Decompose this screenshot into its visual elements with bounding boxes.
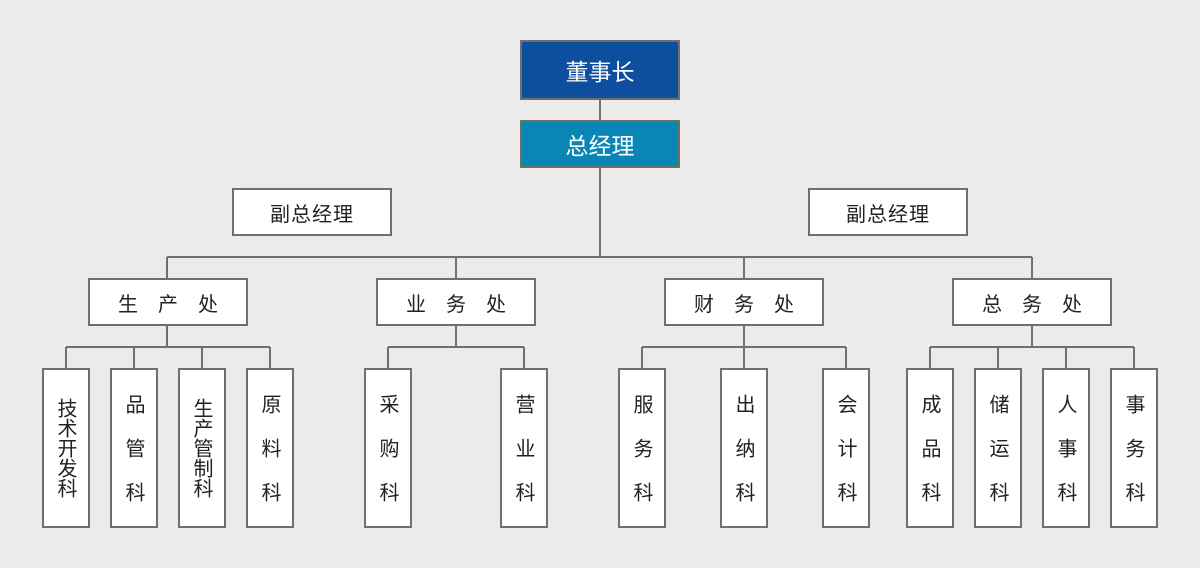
section-personnel-box: 人事科 xyxy=(1042,368,1090,528)
section-label: 储运科 xyxy=(986,394,1010,526)
section-production-control-box: 生产管制科 xyxy=(178,368,226,528)
section-label: 采购科 xyxy=(376,394,400,526)
dept-label: 生 产 处 xyxy=(118,291,218,316)
deputy-gm-label: 副总经理 xyxy=(846,201,930,226)
section-purchasing-box: 采购科 xyxy=(364,368,412,528)
section-label: 事务科 xyxy=(1122,394,1146,526)
section-label: 出纳科 xyxy=(732,394,756,526)
dept-production-box: 生 产 处 xyxy=(88,278,248,326)
section-accounting-box: 会计科 xyxy=(822,368,870,528)
section-label: 生产管制科 xyxy=(190,398,214,498)
chairman-label: 董事长 xyxy=(565,60,635,86)
section-service-box: 服务科 xyxy=(618,368,666,528)
dept-label: 业 务 处 xyxy=(406,291,506,316)
dept-label: 总 务 处 xyxy=(982,291,1082,316)
section-label: 服务科 xyxy=(630,394,654,526)
section-tech-dev-box: 技术开发科 xyxy=(42,368,90,528)
chairman-box: 董事长 xyxy=(520,40,680,100)
deputy-gm-right-box: 副总经理 xyxy=(808,188,968,236)
section-label: 品管科 xyxy=(122,394,146,526)
dept-business-box: 业 务 处 xyxy=(376,278,536,326)
general-manager-box: 总经理 xyxy=(520,120,680,168)
section-affairs-box: 事务科 xyxy=(1110,368,1158,528)
deputy-gm-label: 副总经理 xyxy=(270,201,354,226)
section-label: 成品科 xyxy=(918,394,942,526)
section-finished-goods-box: 成品科 xyxy=(906,368,954,528)
section-cashier-box: 出纳科 xyxy=(720,368,768,528)
section-materials-box: 原料科 xyxy=(246,368,294,528)
deputy-gm-left-box: 副总经理 xyxy=(232,188,392,236)
dept-label: 财 务 处 xyxy=(694,291,794,316)
dept-finance-box: 财 务 处 xyxy=(664,278,824,326)
section-sales-box: 营业科 xyxy=(500,368,548,528)
section-logistics-box: 储运科 xyxy=(974,368,1022,528)
section-label: 会计科 xyxy=(834,394,858,526)
section-quality-box: 品管科 xyxy=(110,368,158,528)
dept-general-affairs-box: 总 务 处 xyxy=(952,278,1112,326)
section-label: 人事科 xyxy=(1054,394,1078,526)
section-label: 营业科 xyxy=(512,394,536,526)
section-label: 技术开发科 xyxy=(54,398,78,498)
section-label: 原料科 xyxy=(258,394,282,526)
general-manager-label: 总经理 xyxy=(565,134,635,160)
